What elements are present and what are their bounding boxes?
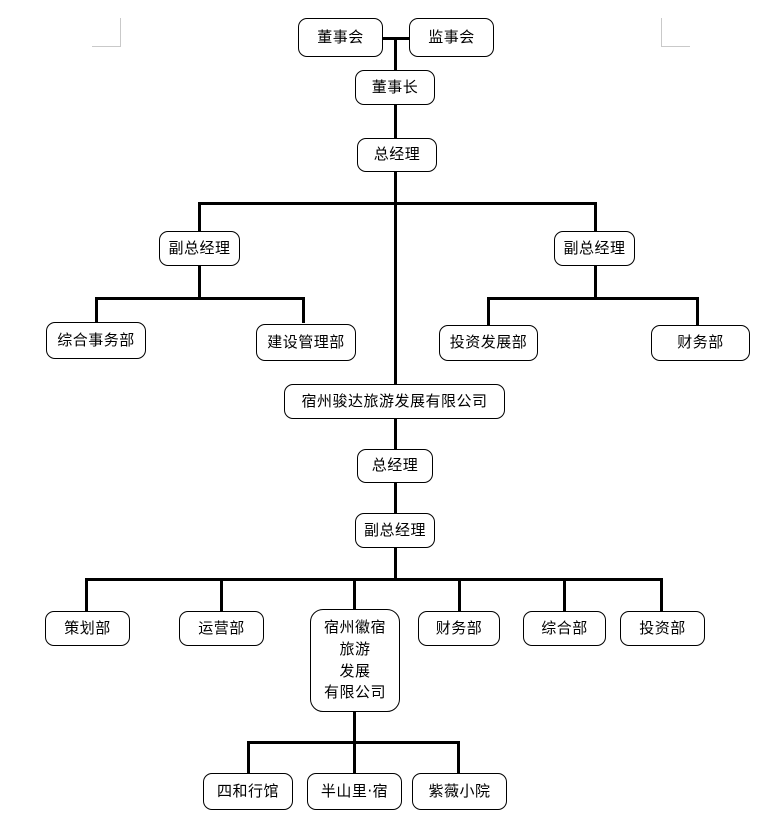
connector-to-planning [85, 578, 88, 612]
node-hotel-sihe[interactable]: 四和行馆 [203, 773, 293, 810]
connector-deputy-right-down [594, 265, 597, 300]
node-general-dept[interactable]: 综合部 [523, 611, 606, 646]
node-investment-dev-dept[interactable]: 投资发展部 [439, 325, 538, 361]
connector-board-to-chairman [394, 37, 397, 72]
node-deputy-gm-right[interactable]: 副总经理 [554, 231, 635, 266]
crop-mark-top-left [92, 18, 122, 48]
connector-deputy-right-bus [487, 297, 699, 300]
node-finance-dept-bottom[interactable]: 财务部 [418, 611, 500, 646]
connector-gm2-to-deputy2 [394, 482, 397, 514]
node-planning-dept[interactable]: 策划部 [45, 611, 130, 646]
connector-bus-to-deputy-right [594, 202, 597, 232]
connector-to-huisu [353, 578, 356, 610]
node-deputy-gm-2[interactable]: 副总经理 [355, 513, 435, 548]
connector-deputy2-down [394, 547, 397, 580]
connector-huisu-down [353, 711, 356, 743]
connector-deputy-left-down [198, 265, 201, 300]
connector-to-finance-bottom [458, 578, 461, 612]
connector-to-hotel-banshanli [353, 741, 356, 774]
connector-to-hotel-ziwei [457, 741, 460, 774]
connector-bus-to-deputy-left [198, 202, 201, 232]
node-general-affairs-dept[interactable]: 综合事务部 [46, 322, 146, 359]
connector-to-finance-top [696, 297, 699, 325]
node-company-junda[interactable]: 宿州骏达旅游发展有限公司 [284, 384, 505, 419]
connector-to-general-dept [563, 578, 566, 612]
connector-to-investment-dept [660, 578, 663, 612]
connector-company-to-gm2 [394, 417, 397, 449]
connector-gm-trunk [394, 171, 397, 385]
connector-to-operations [220, 578, 223, 612]
node-general-manager-2[interactable]: 总经理 [357, 449, 433, 483]
connector-dept-bus [85, 578, 663, 581]
connector-deputy-left-bus [95, 297, 305, 300]
node-board-of-directors[interactable]: 董事会 [298, 18, 383, 57]
node-chairman[interactable]: 董事长 [355, 70, 435, 105]
crop-mark-top-right [660, 18, 690, 48]
connector-deputy-bus [198, 202, 597, 205]
connector-to-construction-mgmt [302, 297, 305, 323]
connector-board-supervisors [381, 37, 415, 40]
node-finance-dept-top[interactable]: 财务部 [651, 325, 750, 361]
node-construction-mgmt-dept[interactable]: 建设管理部 [256, 324, 356, 361]
node-general-manager[interactable]: 总经理 [357, 138, 437, 172]
connector-to-investment-dev [487, 297, 490, 325]
node-company-huisu[interactable]: 宿州徽宿 旅游 发展 有限公司 [310, 609, 400, 712]
node-operations-dept[interactable]: 运营部 [179, 611, 264, 646]
node-investment-dept[interactable]: 投资部 [620, 611, 705, 646]
node-hotel-ziwei[interactable]: 紫薇小院 [412, 773, 507, 810]
node-board-of-supervisors[interactable]: 监事会 [409, 18, 494, 57]
connector-to-hotel-sihe [247, 741, 250, 774]
connector-to-general-affairs [95, 297, 98, 323]
connector-chairman-to-gm [394, 104, 397, 140]
node-hotel-banshanli[interactable]: 半山里·宿 [307, 773, 402, 810]
node-deputy-gm-left[interactable]: 副总经理 [159, 231, 240, 266]
